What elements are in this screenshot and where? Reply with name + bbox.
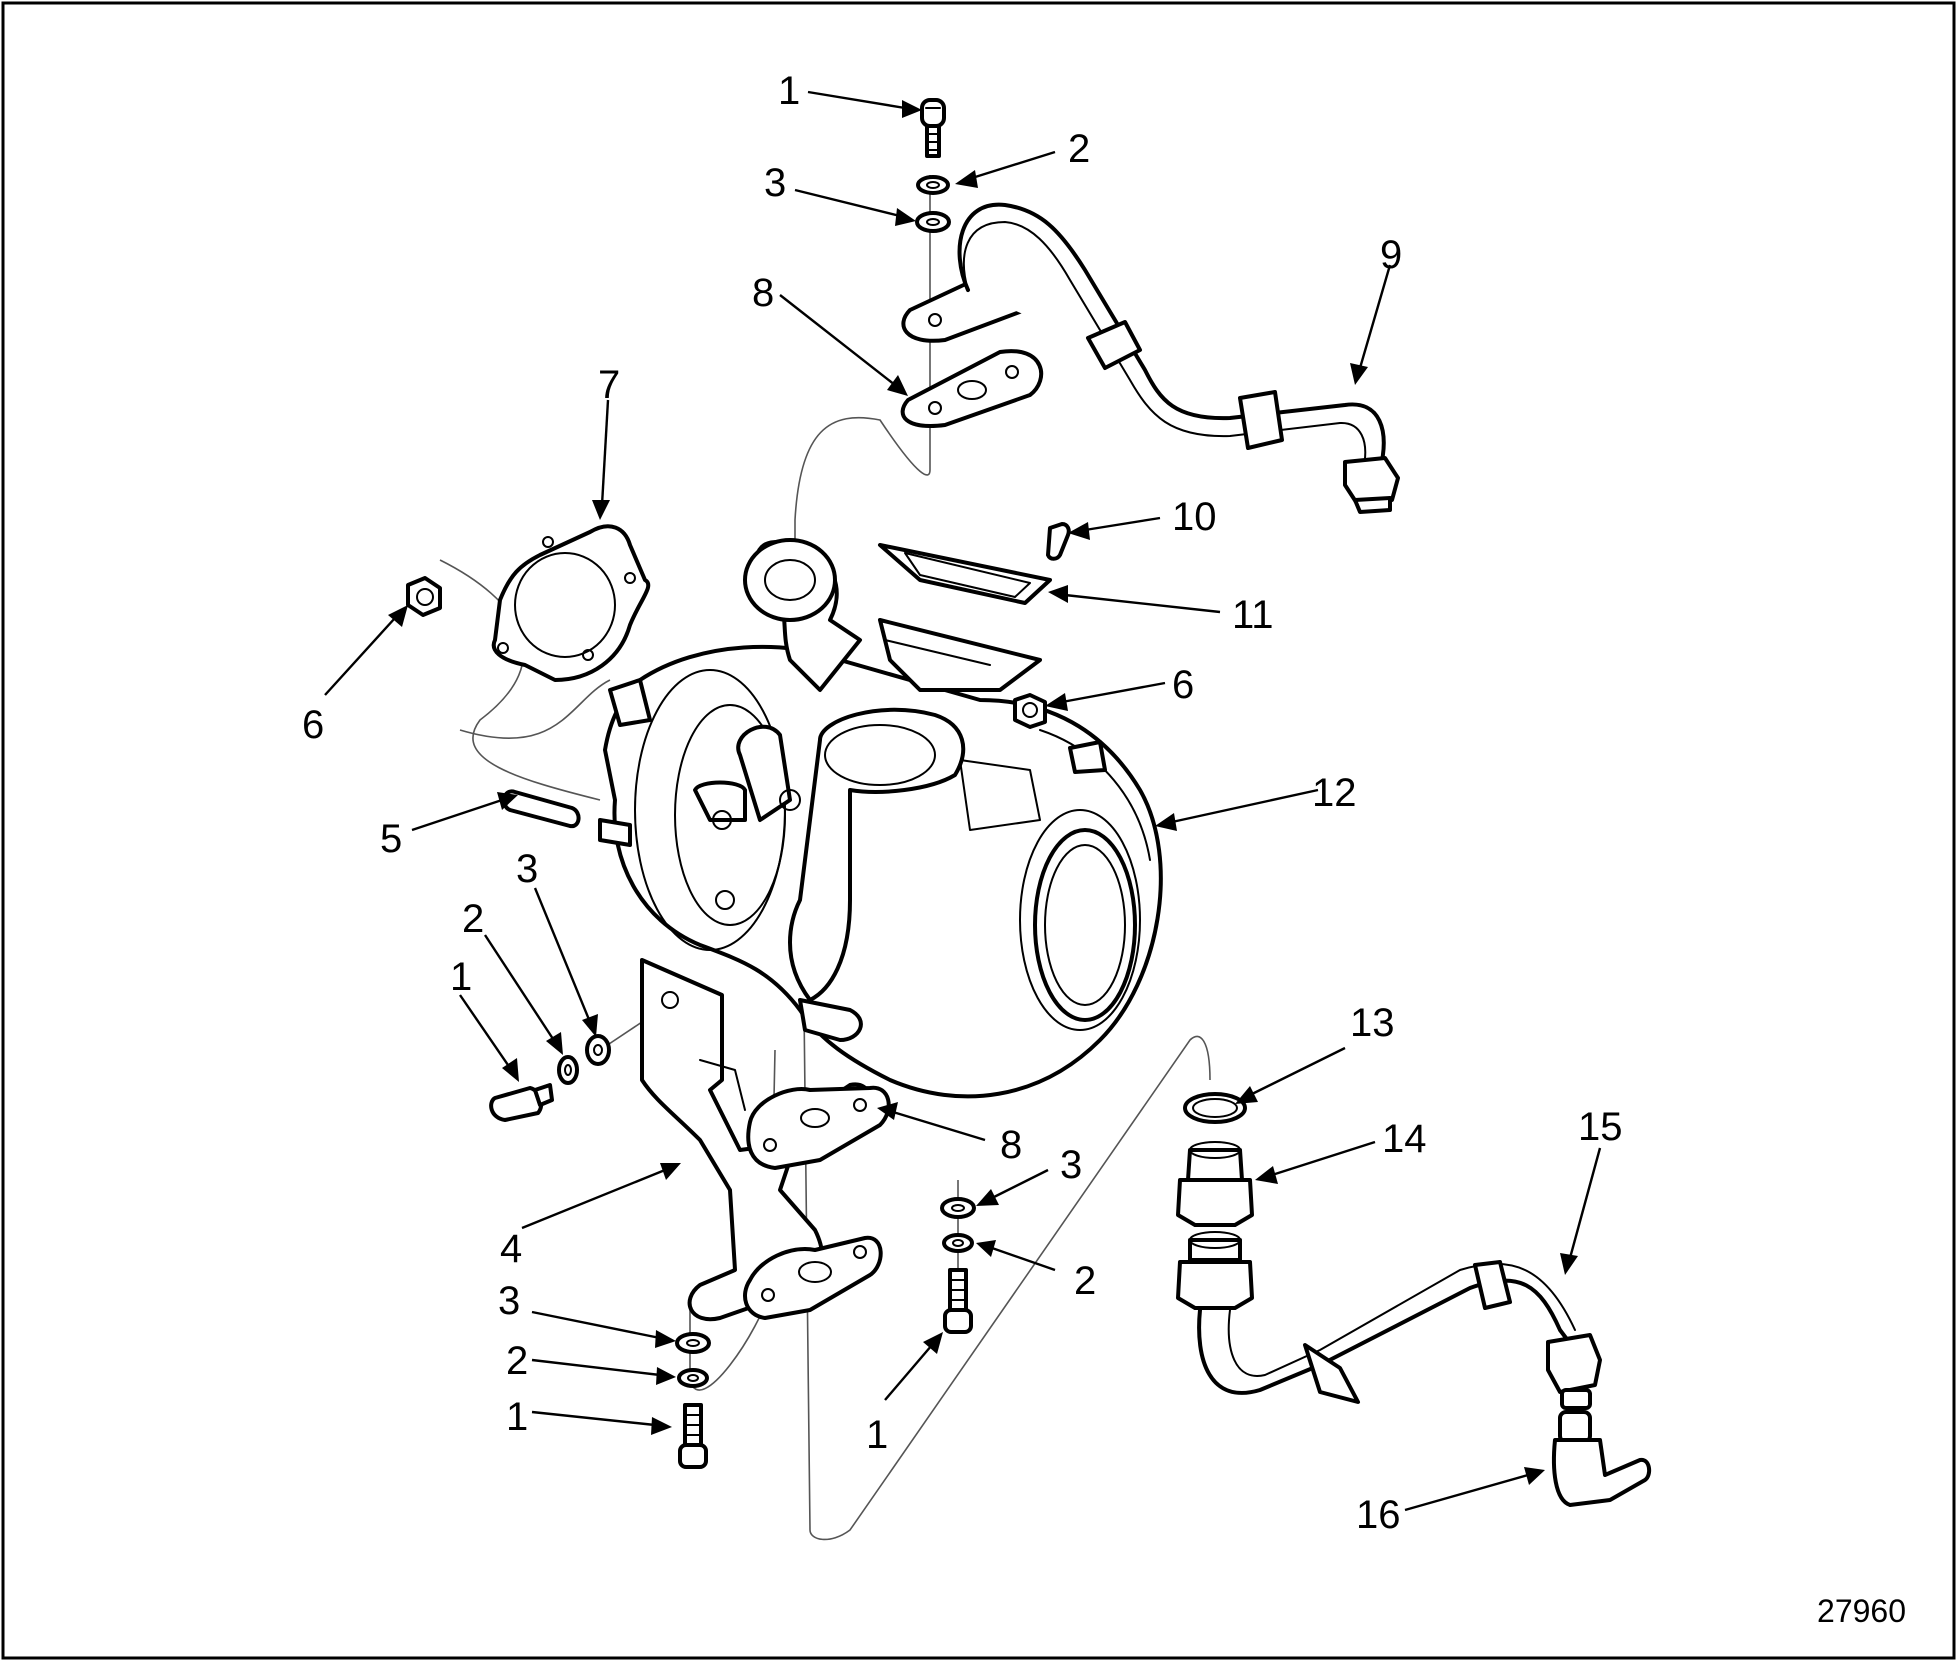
lower-flange-gasket (746, 1085, 891, 1170)
callout-c16: 16 (1356, 1493, 1401, 1537)
callout-c3b: 3 (516, 847, 538, 891)
callout-c14: 14 (1382, 1117, 1427, 1161)
callout-c10: 10 (1172, 495, 1217, 539)
oil-drain-gasket (878, 543, 1052, 605)
callout-c5: 5 (380, 817, 402, 861)
callout-c3d: 3 (498, 1279, 520, 1323)
dowel-pin (1046, 522, 1071, 561)
callout-c9: 9 (1380, 233, 1402, 277)
bracket-bolt (489, 1083, 554, 1122)
callout-c1d: 1 (866, 1413, 888, 1457)
callout-c11: 11 (1232, 593, 1274, 637)
elbow-fitting (1551, 1410, 1652, 1507)
oil-feed-pipe (901, 202, 1400, 514)
drain-flange-plate (743, 1235, 883, 1320)
top-flat-washer (915, 211, 951, 233)
bracket-lock-washer (557, 1055, 579, 1085)
lower-bolt-center (678, 1403, 708, 1469)
callout-c2a: 2 (1068, 127, 1090, 171)
lower-flat-washer-right (940, 1197, 976, 1219)
callout-leaders (324, 90, 1602, 1512)
callout-c3c: 3 (1060, 1143, 1082, 1187)
top-lock-washer (916, 175, 950, 195)
lower-bolt-right (943, 1268, 973, 1334)
callout-c2d: 2 (506, 1339, 528, 1383)
callout-c6b: 6 (1172, 663, 1194, 707)
callout-c1b: 1 (450, 955, 472, 999)
callout-c1a: 1 (778, 69, 800, 113)
nut-right (1013, 693, 1047, 729)
callout-c13: 13 (1350, 1001, 1395, 1045)
lower-lock-washer-right (942, 1233, 974, 1253)
adapter-fitting (1176, 1141, 1254, 1227)
callout-c15: 15 (1578, 1105, 1623, 1149)
o-ring (1183, 1092, 1247, 1124)
callout-c3a: 3 (764, 161, 786, 205)
upper-flange-gasket (900, 349, 1044, 428)
figure-number: 27960 (1817, 1593, 1906, 1629)
callout-c1c: 1 (506, 1395, 528, 1439)
callout-c7: 7 (598, 363, 620, 407)
callout-c6a: 6 (302, 703, 324, 747)
callout-c8a: 8 (752, 271, 774, 315)
oil-drain-pipe (1176, 1231, 1602, 1410)
bracket-flat-washer (585, 1034, 611, 1066)
callout-c2c: 2 (1074, 1259, 1096, 1303)
callout-c4: 4 (500, 1227, 522, 1271)
lower-flat-washer-center (675, 1332, 711, 1354)
top-bolt (920, 98, 946, 158)
callout-c2b: 2 (462, 897, 484, 941)
nut-left (406, 576, 442, 617)
callout-c12: 12 (1312, 771, 1357, 815)
turbocharger (598, 538, 1163, 1099)
lower-lock-washer-center (677, 1368, 709, 1388)
callout-c8b: 8 (1000, 1123, 1022, 1167)
turbine-flange-gasket (491, 524, 651, 682)
